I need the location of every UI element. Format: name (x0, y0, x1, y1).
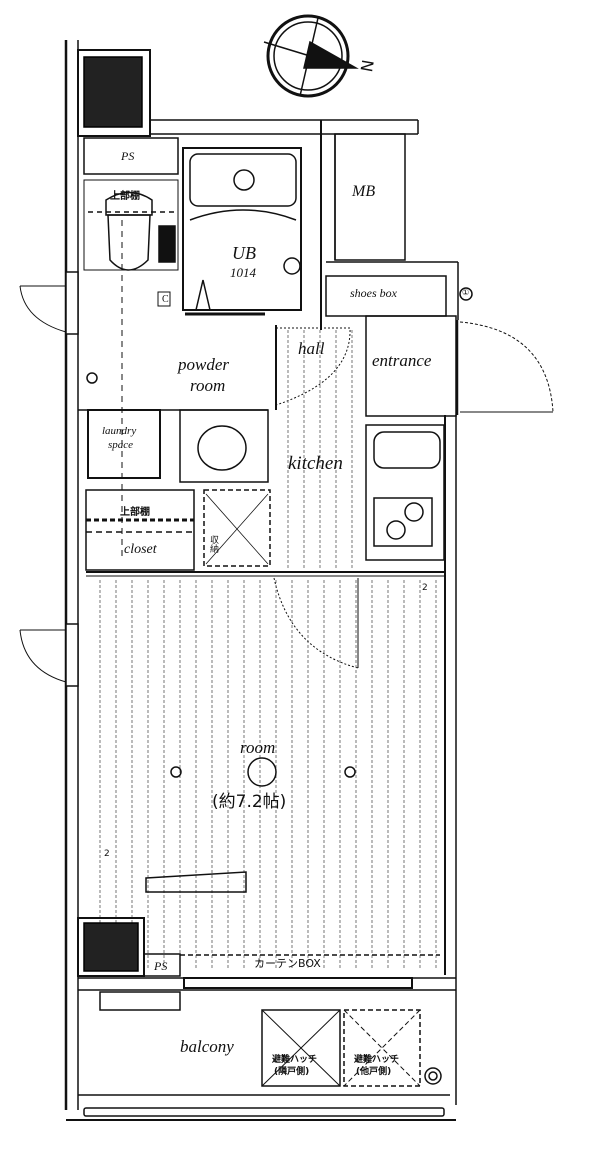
laundry-label-1: laundry (102, 425, 137, 437)
laundry-space (87, 409, 161, 479)
hatch-2-label-2: (他戸側) (356, 1067, 392, 1077)
powder-room-label-1: powder (178, 355, 229, 374)
closet-label: closet (124, 542, 157, 557)
room-size-label: (約7.2帖) (212, 792, 287, 812)
storage-label: 収納 (208, 535, 218, 553)
compass (263, 14, 359, 98)
toilet-bowl (107, 214, 151, 271)
hatch-2-label-1: 避難ハッチ (354, 1055, 400, 1065)
window-sash (183, 977, 413, 989)
closet-box (85, 489, 195, 571)
shoes-box-label: shoes box (350, 286, 397, 300)
hatch-1-label-2: (隣戸側) (274, 1067, 310, 1077)
sink-toilet (158, 225, 176, 263)
entrance-label: entrance (372, 351, 432, 370)
closet-shelf-label: 上部棚 (120, 507, 150, 518)
room-label: room (240, 738, 276, 757)
north-label: N (357, 58, 378, 74)
mb-box (334, 133, 406, 261)
powder-room-label-2: room (190, 376, 226, 395)
duct-top-fill (83, 56, 143, 128)
ps-top-label: PS (121, 149, 135, 163)
laundry-label-2: space (108, 439, 134, 451)
num-2-left: 2 (104, 849, 110, 859)
mb-label: MB (352, 183, 376, 200)
ub-size-label: 1014 (230, 265, 256, 280)
ps-bottom-label: PS (154, 959, 168, 973)
hatch-1-label-1: 避難ハッチ (272, 1055, 318, 1065)
hatch-2 (343, 1009, 421, 1087)
ps-top-box (83, 137, 179, 175)
duct-bottom-fill (83, 922, 139, 972)
meter-mark: ① (462, 288, 470, 297)
hall-label: hall (298, 339, 325, 358)
c-mark: C (162, 294, 169, 305)
unit-bath (182, 147, 302, 311)
num-2-right: 2 (422, 583, 428, 593)
storage-box (203, 489, 271, 567)
duct-top (77, 49, 151, 137)
hatch-1 (261, 1009, 341, 1087)
balcony-label: balcony (180, 1037, 234, 1056)
kitchen-label: kitchen (288, 453, 343, 474)
toilet-shelf-label: 上部棚 (110, 191, 140, 202)
curtain-box-label: カーテンBOX (254, 957, 321, 970)
ub-label: UB (232, 243, 256, 263)
